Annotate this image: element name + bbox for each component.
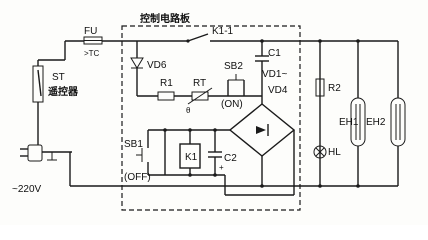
fuse-label: FU	[84, 26, 97, 37]
diode-vd6	[130, 57, 144, 69]
remote-switch-name: 遥控器	[48, 85, 79, 98]
relay-contact-k1-1	[187, 33, 209, 42]
relay-coil-label: K1	[185, 152, 198, 163]
resistor-r2	[315, 78, 325, 97]
button-sb2-state: (ON)	[221, 99, 243, 110]
button-sb1-label: SB1	[124, 139, 143, 150]
supply-voltage-label: ~220V	[12, 184, 42, 195]
bridge-label-top: VD1~	[262, 69, 287, 80]
circuit-diagram: 控制电路板 FU >TC K1-1 R2 HL EH1 EH2 ST 遥控器	[12, 12, 406, 211]
bridge-label-bottom: VD4	[268, 85, 288, 96]
control-board-title: 控制电路板	[140, 12, 191, 25]
diode-vd6-label: VD6	[147, 60, 167, 71]
capacitor-c2-label: C2	[224, 153, 237, 164]
thermistor-rt-label: RT	[193, 78, 206, 89]
button-sb1-state: (OFF)	[124, 172, 151, 183]
resistor-r2-label: R2	[328, 83, 341, 94]
fuse-temp-label: >TC	[84, 49, 100, 58]
heater-eh2	[390, 97, 406, 147]
lamp-hl	[313, 145, 327, 159]
button-sb2-label: SB2	[224, 61, 243, 72]
capacitor-c1-label: C1	[268, 48, 281, 59]
heater-eh2-label: EH2	[366, 117, 386, 128]
lamp-hl-label: HL	[328, 147, 341, 158]
schematic-canvas: 控制电路板 FU >TC K1-1 R2 HL EH1 EH2 ST 遥控器	[12, 12, 406, 211]
resistor-r1	[157, 91, 175, 101]
heater-eh1-label: EH1	[339, 117, 359, 128]
resistor-r1-label: R1	[160, 78, 173, 89]
capacitor-c2-polarity: +	[219, 163, 224, 172]
power-plug	[27, 144, 43, 162]
relay-contact-label: K1-1	[212, 26, 234, 37]
remote-switch-label: ST	[52, 72, 65, 83]
thermistor-theta: θ	[186, 106, 191, 115]
control-board-boundary	[121, 25, 301, 211]
